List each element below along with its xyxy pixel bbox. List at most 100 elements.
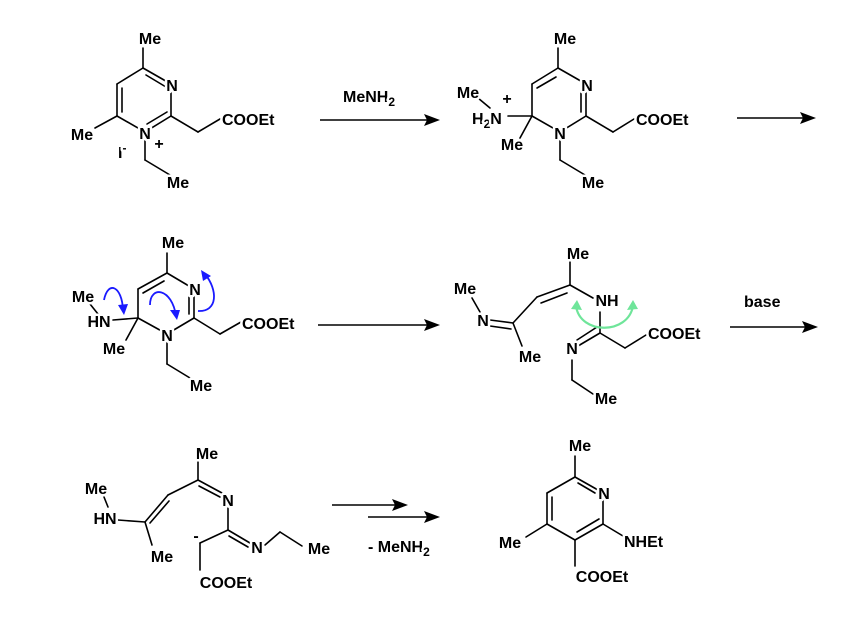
reagent-label: MeNH2 [343, 89, 395, 109]
atom-label: HN [87, 314, 110, 331]
atom-label: N [251, 540, 263, 557]
molecule-neutral-adduct: Me N N Me HN Me Me COOEt [69, 233, 297, 398]
bond [103, 496, 109, 508]
bond [142, 280, 165, 294]
atom-label: N [598, 486, 610, 503]
bond [193, 317, 221, 335]
atom-label: Me [569, 438, 591, 455]
atom-label: Me [554, 31, 576, 48]
curved-arrow-icon [103, 287, 124, 311]
group-label: COOEt [242, 316, 295, 333]
atom-label: Me [567, 246, 589, 263]
bond [512, 322, 523, 347]
bond [144, 159, 171, 176]
arrowhead-icon [571, 300, 582, 310]
atom-label: HN [93, 511, 116, 528]
bond [571, 379, 594, 395]
bond [546, 476, 576, 494]
bond [612, 118, 635, 133]
reaction-arrow-3 [318, 319, 440, 331]
group-label: COOEt [222, 112, 275, 129]
bond [536, 76, 557, 89]
atom-label: N [166, 78, 178, 95]
bond [166, 317, 195, 335]
bond [599, 332, 626, 349]
arrowhead-icon [627, 300, 638, 310]
bond [489, 319, 514, 324]
bond [489, 325, 512, 330]
bond [125, 317, 139, 341]
atom-label: Me [582, 175, 604, 192]
arrowhead-icon [802, 321, 818, 333]
bond [574, 523, 604, 541]
atom-label: N [222, 493, 234, 510]
reaction-arrow-4: base [730, 292, 818, 333]
group-label: COOEt [636, 112, 689, 129]
curved-arrow-icon [197, 273, 215, 312]
bond [471, 297, 481, 313]
bond [116, 115, 146, 133]
bond [574, 476, 599, 491]
group-label: COOEt [200, 575, 253, 592]
charge-label: + [154, 136, 163, 153]
bond [149, 500, 170, 524]
curved-arrow-icon [149, 291, 177, 317]
bond [519, 115, 533, 139]
atom-label: Me [85, 481, 107, 498]
bond [228, 535, 249, 548]
bond [577, 482, 596, 494]
charge-label: + [502, 91, 511, 108]
bond [199, 529, 229, 544]
arrowhead-icon [424, 511, 440, 523]
bond [144, 115, 172, 133]
atom-label: N [161, 328, 173, 345]
bond [197, 118, 221, 133]
atom-label: NH [595, 293, 618, 310]
atom-label: Me [519, 349, 541, 366]
reaction-arrow-1: MeNH2 [320, 87, 440, 126]
bond [144, 494, 169, 523]
atom-label: Me [139, 31, 161, 48]
bond [559, 115, 587, 133]
molecule-pyrimidinium-iodide: Me N N + Me I- Me COOEt [68, 29, 277, 195]
bond [117, 519, 146, 523]
atom-label: Me [151, 549, 173, 566]
bond [569, 284, 594, 299]
bond [145, 74, 167, 88]
bond [546, 523, 576, 541]
bond [576, 518, 600, 533]
bond [279, 531, 303, 547]
atom-label: Me [454, 281, 476, 298]
reagent-label: base [744, 294, 781, 311]
atom-label: Me [190, 378, 212, 395]
atom-label: N [581, 78, 593, 95]
rotation-arrow [571, 300, 638, 329]
ammonium-label: H2N [472, 111, 502, 131]
bond [577, 332, 601, 347]
molecule-ring-opened: Me N Me Me NH N Me COOEt [451, 244, 703, 411]
bond [531, 67, 559, 85]
bond [142, 67, 172, 85]
atom-label: Me [167, 175, 189, 192]
arrowhead-icon [170, 310, 180, 320]
molecule-ammonium-adduct: Me N N Me H2N + Me Me COOEt [454, 29, 691, 195]
bond [167, 479, 199, 496]
atom-label: N [477, 313, 489, 330]
bond [540, 292, 568, 304]
arrowhead-icon [800, 112, 816, 124]
group-label: COOEt [576, 569, 629, 586]
bond [536, 284, 571, 298]
atom-label: Me [103, 341, 125, 358]
bond [219, 321, 242, 335]
bond [525, 523, 548, 538]
atom-label: N [554, 126, 566, 143]
bond [197, 479, 223, 494]
bond [264, 531, 281, 546]
bond [576, 326, 598, 341]
counterion-label: I- [118, 141, 126, 162]
bond [144, 521, 153, 546]
bond [116, 67, 144, 85]
bond [602, 523, 624, 537]
bond [170, 115, 199, 133]
